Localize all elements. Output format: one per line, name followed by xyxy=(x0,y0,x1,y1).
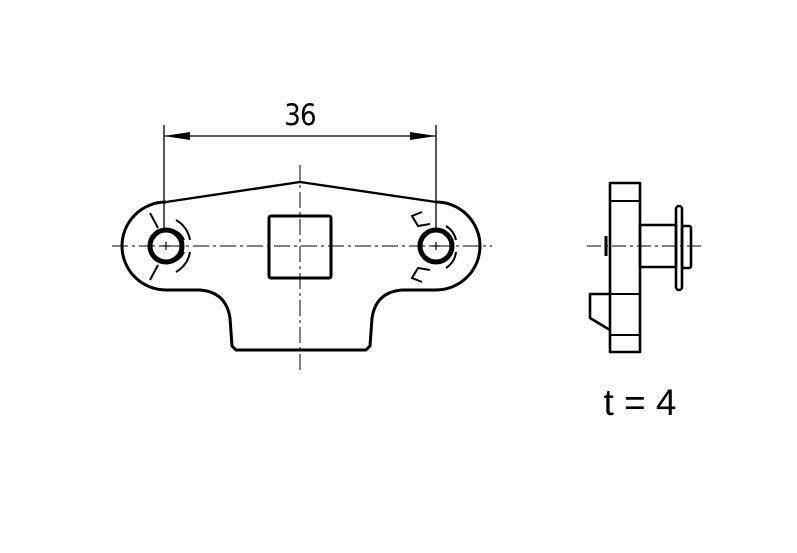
plate-outline xyxy=(120,180,482,352)
right-rivet xyxy=(410,211,457,283)
dimension-label: 36 xyxy=(284,98,316,132)
left-rivet xyxy=(147,212,191,281)
dimension-36 xyxy=(163,125,437,232)
side-view xyxy=(587,181,704,354)
thickness-label: t = 4 xyxy=(603,382,677,423)
centerlines xyxy=(112,165,492,372)
front-view xyxy=(112,125,492,372)
